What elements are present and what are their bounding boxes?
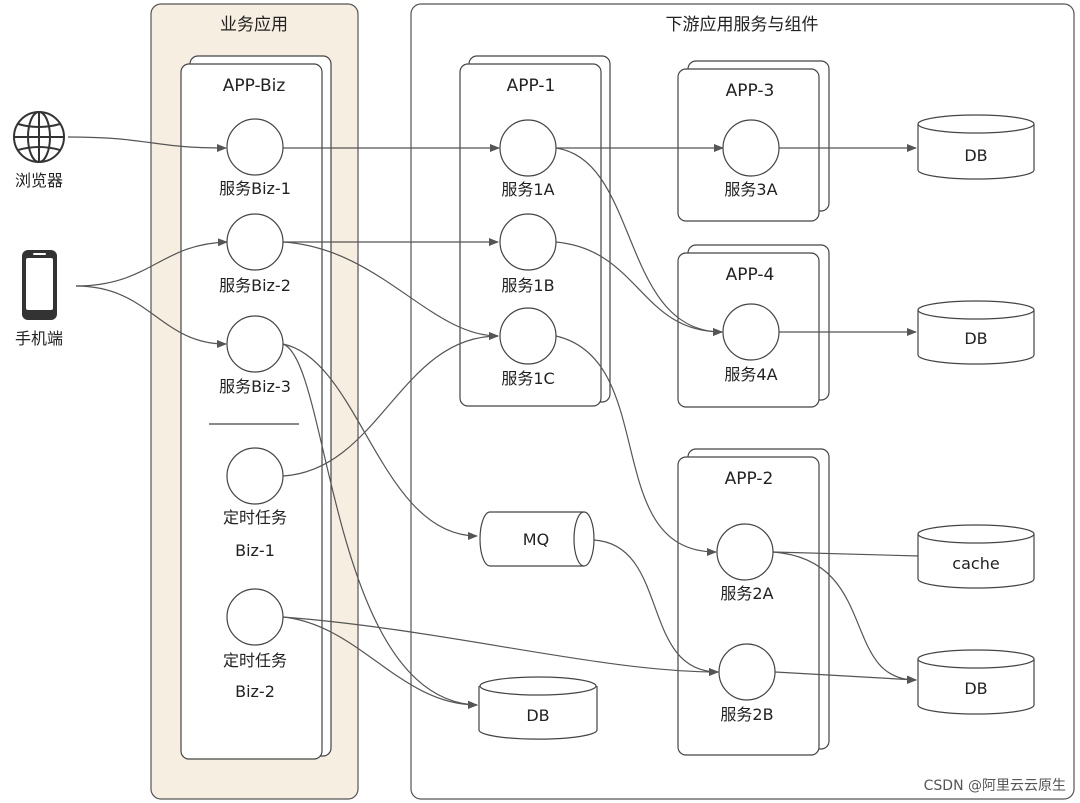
app-4-title: APP-4 [726,265,775,285]
db-3a [917,114,1035,180]
app-1-title: APP-1 [507,76,556,96]
db-2-label: DB [964,679,987,698]
db-2 [917,649,1035,715]
smartphone-icon [22,250,57,320]
label-task1-line2: Biz-1 [235,541,275,560]
label-1a: 服务1A [501,180,554,199]
label-3a: 服务3A [724,180,777,199]
edge-2b-db [774,671,917,684]
app-biz: APP-Biz [180,55,332,760]
edge-browser-biz1 [67,136,227,152]
mobile-label: 手机端 [15,329,63,348]
node-biz3 [226,315,284,373]
db-4a [917,300,1035,365]
edge-mobile-biz3 [75,285,227,348]
service-nodes [226,118,780,701]
label-4a: 服务4A [724,365,777,384]
globe-icon [13,111,65,163]
edge-task2-db [282,616,478,709]
browser-label: 浏览器 [15,171,63,190]
cache-label: cache [952,554,999,573]
node-3a [722,119,780,177]
label-biz1: 服务Biz-1 [219,179,291,198]
edge-biz3-mq [282,343,478,540]
edge-task2-2b [282,616,719,676]
label-task2-line1: 定时任务 [223,651,287,670]
app-biz-title: APP-Biz [223,76,286,96]
db-shared-label: DB [526,706,549,725]
node-2b [718,643,776,701]
app-3-title: APP-3 [726,81,775,101]
connections [67,136,920,709]
node-1a [499,119,557,177]
label-1b: 服务1B [501,276,554,295]
label-2a: 服务2A [720,584,773,603]
edge-2a-db [772,551,917,684]
label-task1-line1: 定时任务 [223,508,287,527]
db-shared [478,676,598,740]
node-4a [722,303,780,361]
edge-task1-1c [282,332,499,477]
label-task2-line2: Biz-2 [235,682,275,701]
db-4a-label: DB [964,329,987,348]
label-2b: 服务2B [720,705,773,724]
app-2-title: APP-2 [725,469,774,489]
mq-label: MQ [523,530,549,549]
label-biz3: 服务Biz-3 [219,377,291,396]
node-2a [716,523,774,581]
edge-biz3-db [282,343,478,709]
edge-1b-4a [555,241,723,336]
edge-mq-2b [593,539,719,676]
label-1c: 服务1C [501,369,554,388]
node-1c [499,307,557,365]
node-task2 [226,588,284,646]
downstream-group-title: 下游应用服务与组件 [666,15,819,35]
label-biz2: 服务Biz-2 [219,276,291,295]
node-task1 [226,447,284,505]
edge-1a-4a [555,147,723,336]
node-1b [499,213,557,271]
node-biz2 [226,213,284,271]
edge-1c-2a [555,335,717,556]
edge-biz2-1c [282,241,499,340]
edge-2a-cache [772,551,920,557]
node-biz1 [226,118,284,176]
business-group-title: 业务应用 [220,15,288,35]
cache-store [917,524,1035,589]
edge-mobile-biz2 [75,238,228,287]
db-3a-label: DB [964,146,987,165]
watermark: CSDN @阿里云云原生 [924,778,1066,794]
mq-queue [479,511,595,567]
